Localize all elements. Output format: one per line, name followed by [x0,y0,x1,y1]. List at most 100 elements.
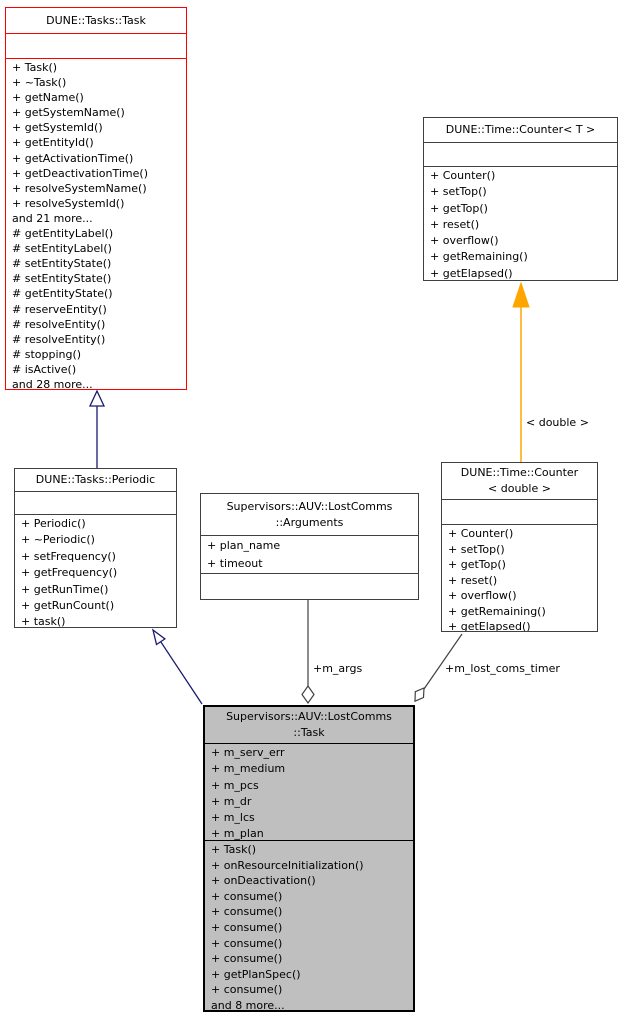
class-title-line: DUNE::Time::Counter [460,466,579,479]
class-methods-section: + Task() + ~Task()+ getName()+ getSystemN… [6,58,186,389]
inheritance-edge-periodic-to-taskbase [88,389,106,468]
attribute-line: + m_plan [211,827,264,840]
method-line: + getEntityId() [12,136,94,150]
method-line: and 28 more... [12,377,93,389]
class-methods-section: + Task() + onResourceInitialization() + on… [205,840,413,1010]
class-title: Supervisors::AUV::LostComms::Task [205,707,413,743]
method-line: + onDeactivation() [211,874,316,888]
method-line: and 8 more... [211,998,285,1010]
method-line: + Task() [211,843,257,856]
hollow-triangle-arrowhead-icon [88,389,106,407]
method-line: + resolveSystemName() [12,181,147,195]
method-line: # getEntityLabel() [12,227,114,241]
hollow-diamond-icon [301,684,315,705]
class-methods-section: + Counter() + setTop() + getTop() + reset()… [442,524,597,631]
method-line: + setTop() [448,542,505,556]
class-methods-section: + Counter()+ setTop()+ getTop()+ reset()… [424,166,617,280]
method-line: # stopping() [12,347,82,361]
method-line: # reserveEntity() [12,302,107,316]
method-line: # isActive() [12,362,77,376]
class-attributes-section [15,491,176,514]
class-title-line: DUNE::Tasks::Task [46,13,146,27]
class-attributes-section: + m_serv_err + m_medium + m_pcs + m_dr + m_l… [205,743,413,840]
class-title-line: Supervisors::AUV::LostComms [226,710,392,723]
method-line: + getTop() [448,558,506,571]
method-line: # setEntityState() [12,272,112,286]
class-node-dune-tasks-periodic[interactable]: DUNE::Tasks::Periodic + Periodic()+ ~Per… [14,468,177,628]
class-attributes-section [442,499,597,524]
class-title: Supervisors::AUV::LostComms::Arguments [201,494,418,535]
method-line: + getSystemName() [12,106,125,120]
attribute-line: + m_lcs [211,811,255,825]
method-line: # setEntityState() [12,257,112,271]
class-node-dune-time-counter-double[interactable]: DUNE::Time::Counter< double > + Counter(… [441,462,598,632]
class-node-supervisors-auv-lostcomms-task[interactable]: Supervisors::AUV::LostComms::Task + m_se… [203,705,415,1012]
method-line: + Counter() [448,527,514,540]
method-line: # getEntityState() [12,287,113,301]
template-instance-edge-counterdouble-to-countert [512,281,530,462]
method-line: + getRemaining() [448,604,546,618]
method-line: + getPlanSpec() [211,967,301,981]
class-node-dune-tasks-task[interactable]: DUNE::Tasks::Task + Task()+ ~Task()+ get… [5,7,187,390]
class-title: DUNE::Time::Counter< double > [442,463,597,499]
method-line: + consume() [211,920,283,934]
class-title-line: Supervisors::AUV::LostComms [226,499,393,513]
attribute-line: + m_serv_err [211,746,285,759]
method-line: # resolveEntity() [12,317,106,331]
attribute-line: + m_pcs [211,778,259,792]
class-title: DUNE::Tasks::Periodic [15,469,176,491]
method-line: + consume() [211,905,283,919]
attribute-line: + m_medium [211,762,286,776]
class-attributes-section: + plan_name+ timeout [201,535,418,573]
attribute-line: + plan_name [207,539,281,552]
class-node-dune-time-counter-t[interactable]: DUNE::Time::Counter< T > + Counter()+ se… [423,117,618,281]
method-line: + getRunCount() [21,599,115,613]
class-node-supervisors-auv-lostcomms-arguments[interactable]: Supervisors::AUV::LostComms::Arguments +… [200,493,419,600]
method-line: + ~Task() [12,76,67,90]
aggregation-edge-m-args [301,600,315,705]
method-line: + onResourceInitialization() [211,858,364,872]
method-line: + setTop() [430,185,487,199]
class-title-line: DUNE::Time::Counter< T > [445,123,596,136]
method-line: + overflow() [430,234,499,248]
method-line: # resolveEntity() [12,332,106,346]
method-line: + getElapsed() [448,620,531,631]
attribute-line: + m_dr [211,794,252,808]
inheritance-edge-taskmain-to-periodic [151,628,203,705]
template-instance-label: < double > [526,416,589,429]
hollow-triangle-arrowhead-icon [151,628,167,646]
method-line: + resolveSystemId() [12,196,125,210]
class-title: DUNE::Tasks::Task [6,8,186,33]
method-line: + ~Periodic() [21,533,95,547]
method-line: # setEntityLabel() [12,242,112,256]
method-line: + getActivationTime() [12,151,134,165]
method-line: + Periodic() [21,517,86,530]
class-title-line: < double > [488,482,551,495]
class-title-line: DUNE::Tasks::Periodic [35,473,156,486]
method-line: + consume() [211,936,283,950]
method-line: + consume() [211,983,283,997]
method-line: + reset() [430,217,480,231]
class-title-line: ::Task [293,726,325,739]
filled-triangle-arrowhead-icon [512,281,530,308]
method-line: + setFrequency() [21,549,116,563]
method-line: + getName() [12,91,84,105]
class-methods-section [201,573,418,599]
m-lost-coms-timer-edge-label: +m_lost_coms_timer [445,662,560,675]
method-line: + getSystemId() [12,121,103,135]
class-attributes-section [6,33,186,58]
class-attributes-section [424,142,617,166]
method-line: + Task() [12,61,58,74]
method-line: + consume() [211,889,283,903]
method-line: + task() [21,615,66,627]
hollow-diamond-icon [414,687,425,703]
method-line: + getDeactivationTime() [12,166,148,180]
method-line: + getTop() [430,201,488,215]
method-line: + reset() [448,573,498,587]
method-line: + getRunTime() [21,582,109,596]
class-title-line: ::Arguments [275,515,344,529]
method-line: + consume() [211,952,283,966]
method-line: and 21 more... [12,211,93,225]
class-methods-section: + Periodic() + ~Periodic() + setFrequency(… [15,514,176,627]
